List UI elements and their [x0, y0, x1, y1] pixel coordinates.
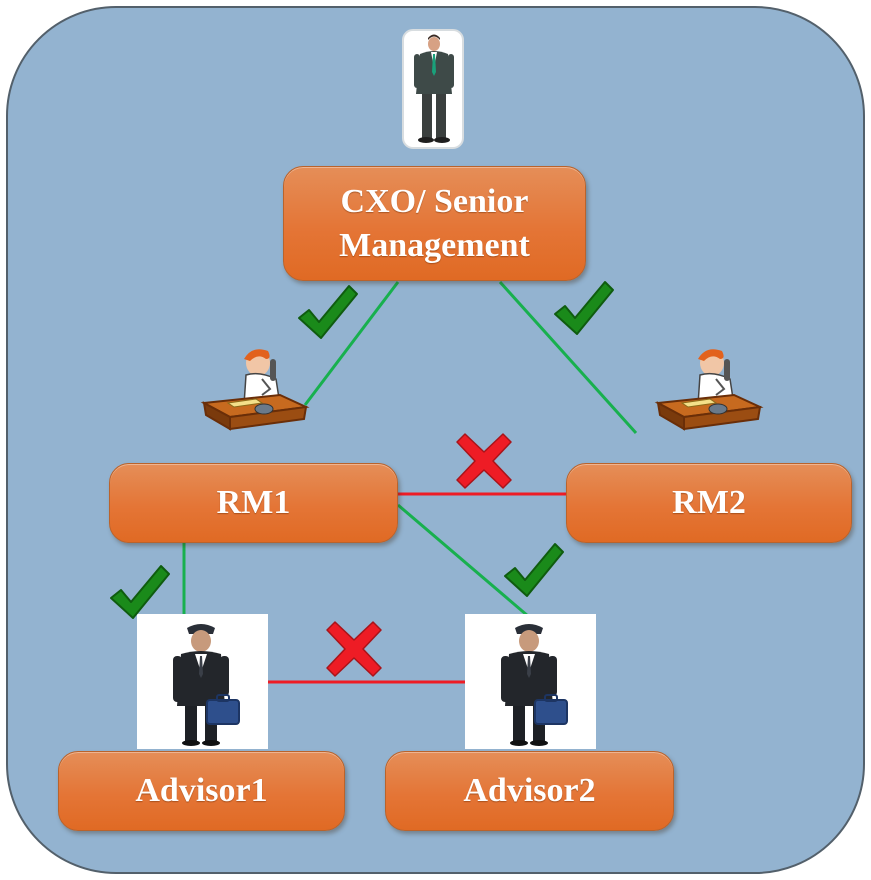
advisor1-node-label: Advisor1: [135, 772, 268, 810]
advisor2-node-label: Advisor2: [463, 772, 596, 810]
line-rm1-advisor2: [397, 503, 529, 618]
rm1-node: RM1: [109, 463, 398, 543]
advisor-with-briefcase-icon: [501, 624, 568, 746]
advisor1-photo: [137, 614, 268, 749]
rm1-manager-at-desk-icon: [200, 349, 310, 431]
cross-mark-icon: [456, 433, 512, 489]
rm2-manager-at-desk-icon: [654, 349, 764, 431]
rm1-node-label: RM1: [216, 484, 291, 522]
cxo-node-label: CXO/ Senior Management: [339, 182, 530, 264]
line-cxo-rm1: [303, 281, 400, 406]
cross-mark-icon: [326, 621, 382, 677]
check-mark-icon: [504, 543, 564, 597]
rm2-node: RM2: [566, 463, 852, 543]
advisor2-photo: [465, 614, 596, 749]
rm2-node-label: RM2: [672, 484, 746, 522]
check-mark-icon: [298, 285, 358, 339]
advisor-with-briefcase-icon: [173, 624, 240, 746]
check-mark-icon: [110, 565, 170, 619]
cxo-senior-management-node: CXO/ Senior Management: [283, 166, 586, 281]
advisor1-node: Advisor1: [58, 751, 345, 831]
check-mark-icon: [554, 281, 614, 335]
line-cxo-rm2: [498, 280, 638, 435]
advisor2-node: Advisor2: [385, 751, 674, 831]
executive-figure-icon: [402, 29, 464, 149]
